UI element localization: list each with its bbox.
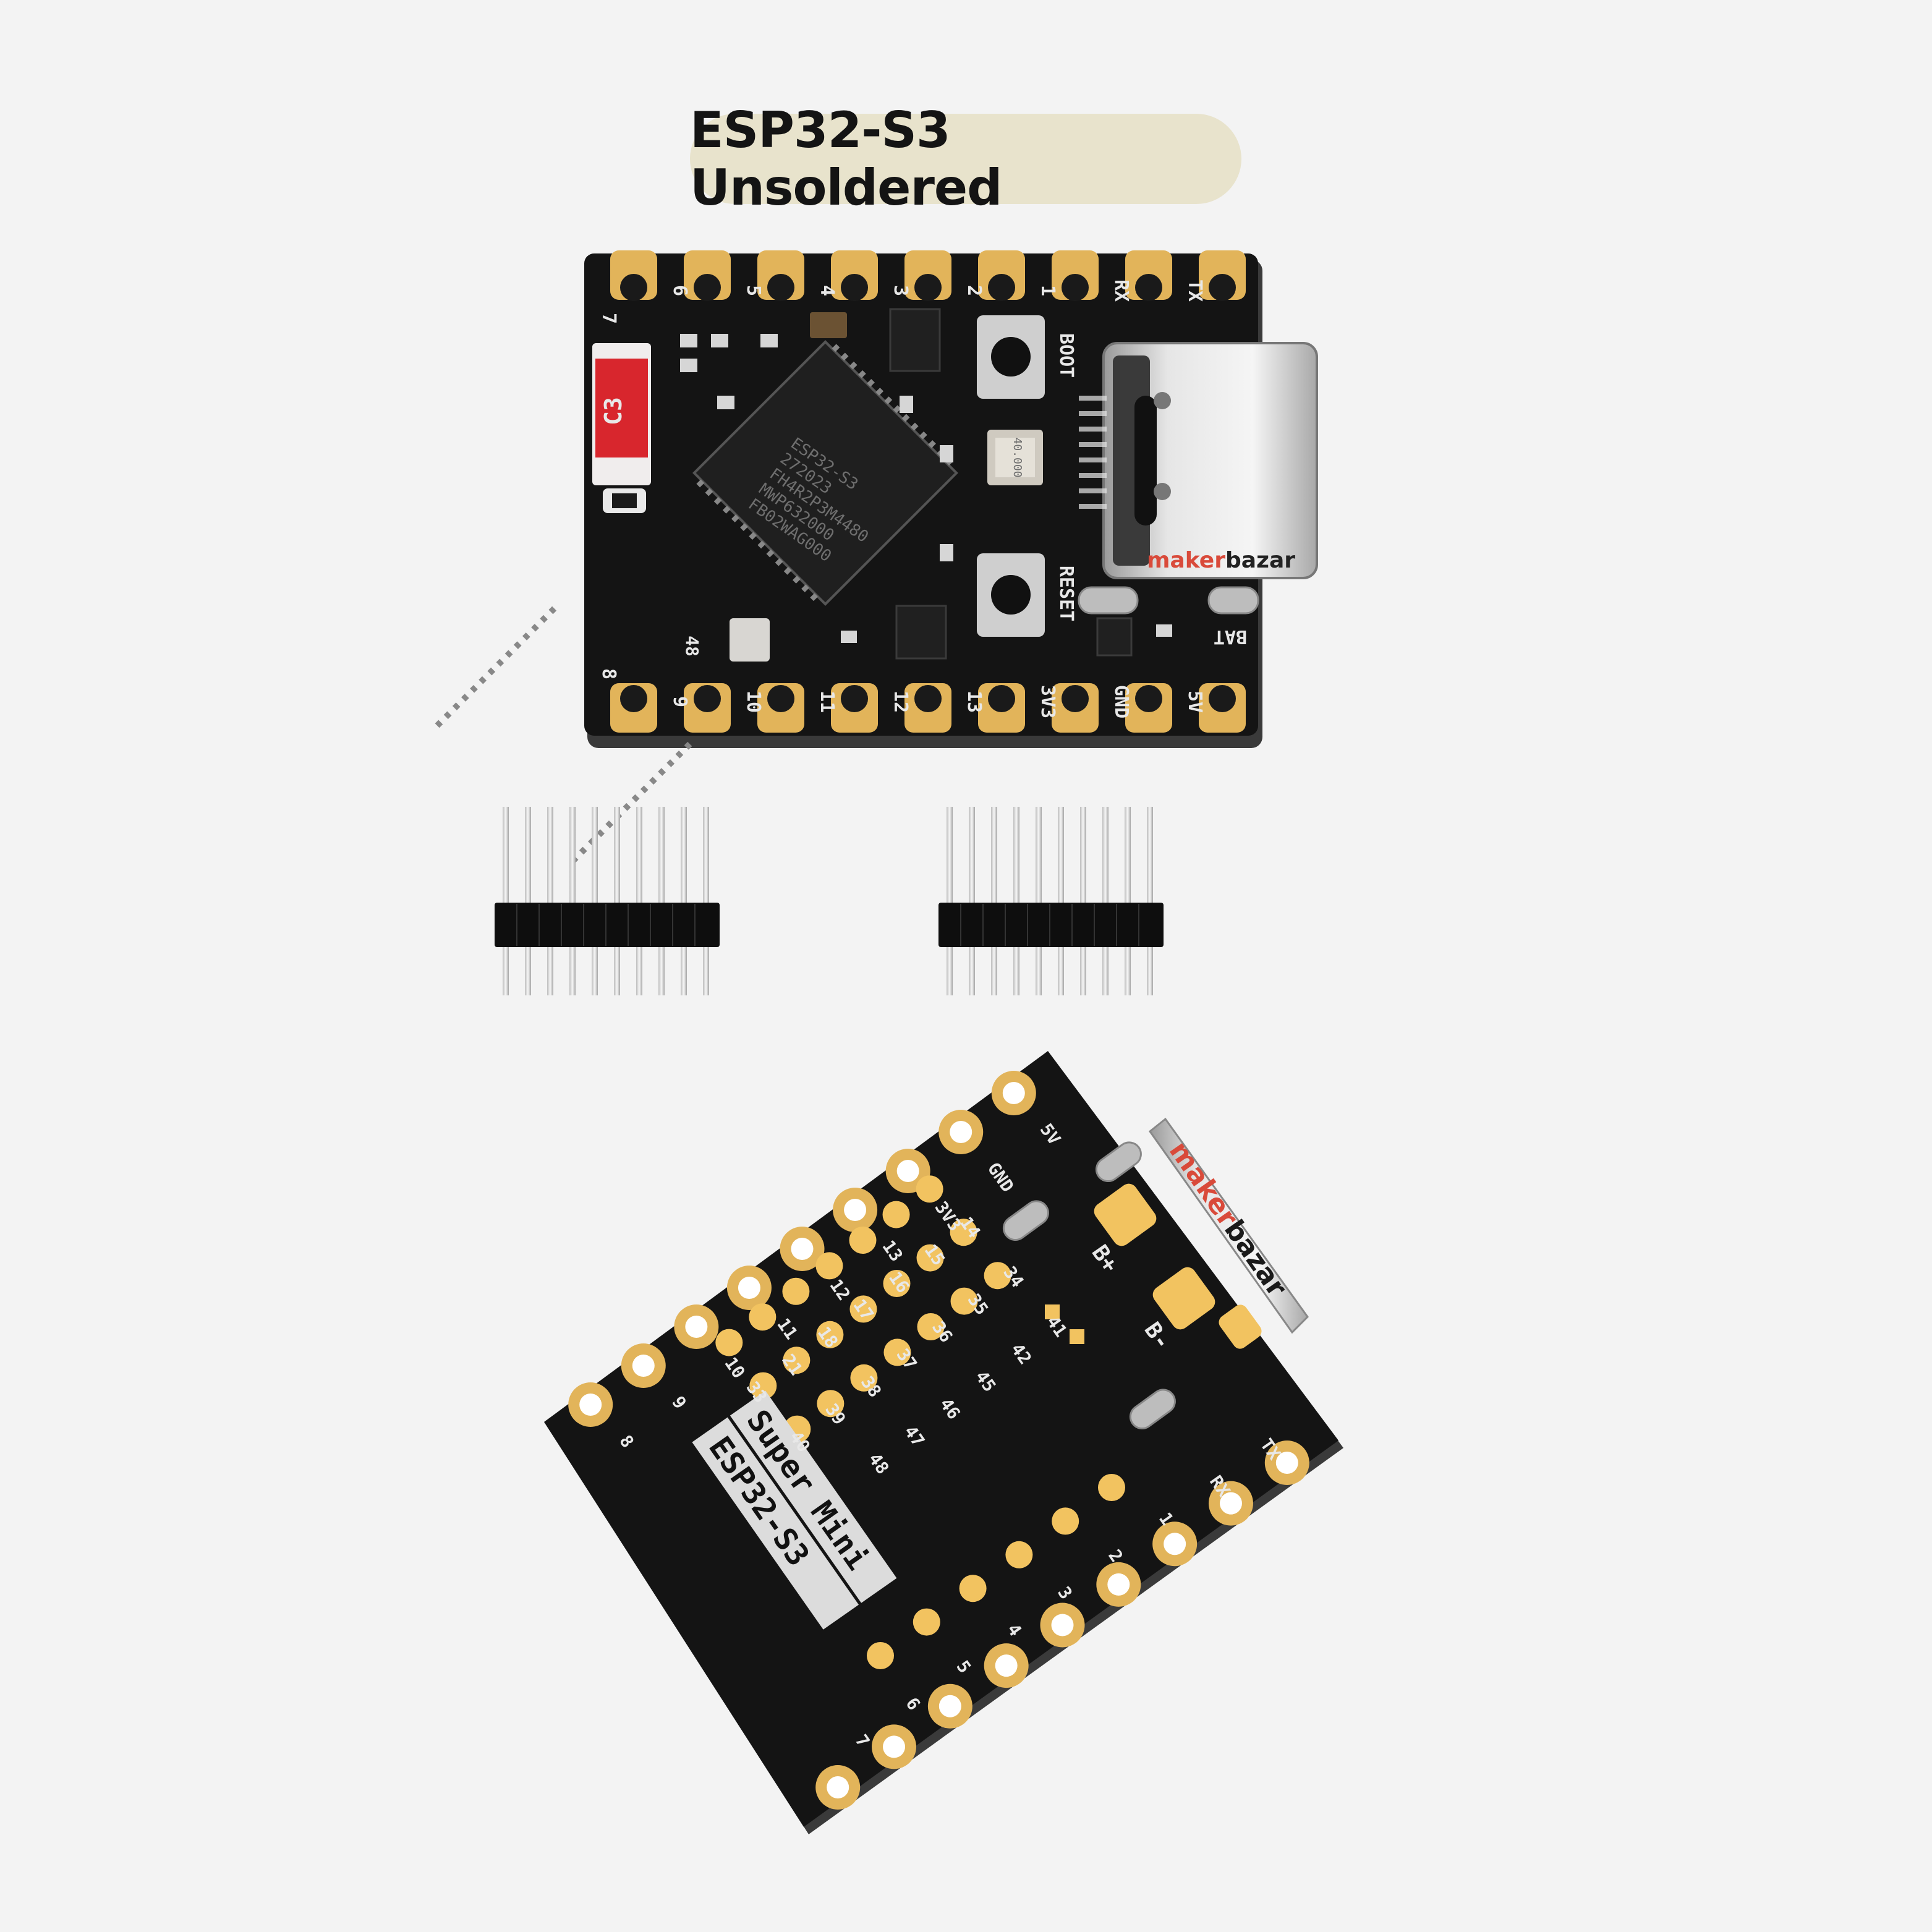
header-pin xyxy=(569,807,576,995)
back-gpio-pad xyxy=(1052,1507,1079,1535)
back-gpio-pad xyxy=(817,1390,845,1418)
front-bottom-pin-label: 11 xyxy=(816,691,838,713)
front-top-pin-label: TX xyxy=(1184,279,1206,302)
antenna-red xyxy=(595,359,648,457)
header-pin xyxy=(1125,807,1131,995)
front-bottom-pin-label: 10 xyxy=(743,691,764,713)
front-bottom-pin-label: 12 xyxy=(890,691,911,713)
antenna-label: C3 xyxy=(600,397,627,425)
front-bottom-pin-label: 13 xyxy=(963,691,985,713)
front-bottom-pin-label: 9 xyxy=(669,696,691,707)
small-crystal xyxy=(730,618,770,662)
header-housing xyxy=(938,903,1164,947)
back-gpio-pad xyxy=(816,1321,844,1348)
front-top-pin-label: 5 xyxy=(743,285,764,296)
back-gpio-pad xyxy=(950,1287,978,1315)
front-top-pin-label: 6 xyxy=(669,285,691,296)
reset-label: RESET xyxy=(1055,566,1077,621)
battery-plus-pad xyxy=(1094,1183,1157,1246)
front-bottom-pin-label: 3V3 xyxy=(1037,685,1058,718)
header-pin xyxy=(547,807,553,995)
front-board: C3 ESP32-S3272023FH4R2P3M4480MWP632000FB… xyxy=(435,250,1318,864)
back-gpio-pad xyxy=(715,1329,743,1356)
boot-label: BOOT xyxy=(1055,333,1077,378)
back-usb-c xyxy=(1148,1117,1309,1334)
back-gpio-pad xyxy=(850,1364,878,1392)
back-gpio-pad xyxy=(916,1244,944,1272)
back-board: makerbazar B+ B- Super Mini ESP32-S3 5VG… xyxy=(544,1051,1343,1834)
back-gpio-pad xyxy=(1005,1541,1033,1568)
header-pin xyxy=(681,807,687,995)
back-gpio-pad xyxy=(1098,1474,1125,1501)
header-pin xyxy=(614,807,620,995)
back-gpio-pad xyxy=(959,1575,987,1602)
back-gpio-pad xyxy=(815,1252,843,1280)
front-top-pin-label: 4 xyxy=(816,285,838,296)
bat-label: BAT xyxy=(1214,626,1247,647)
brand-logo-front: makerbazar xyxy=(1147,548,1295,573)
header-pin xyxy=(969,807,975,995)
back-gpio-pad xyxy=(883,1270,911,1297)
back-gpio-pad xyxy=(913,1608,940,1636)
back-gpio-pad xyxy=(749,1303,777,1331)
back-gpio-pad xyxy=(867,1642,894,1669)
front-top-pin-label: 1 xyxy=(1037,285,1058,296)
front-bottom-pads xyxy=(610,683,1246,733)
front-top-pin-label: RX xyxy=(1110,279,1132,302)
pin-headers xyxy=(495,807,1164,995)
back-gpio-pad xyxy=(882,1201,910,1228)
header-pin xyxy=(991,807,997,995)
header-pin xyxy=(1013,807,1019,995)
front-top-pin-label: 3 xyxy=(890,285,911,296)
header-pin xyxy=(1036,807,1042,995)
title-text: ESP32-S3 Unsoldered xyxy=(690,101,1002,216)
esp32-chip xyxy=(435,340,958,864)
reset-button[interactable] xyxy=(991,575,1031,615)
back-gpio-pad xyxy=(782,1277,810,1305)
back-gpio-pad xyxy=(749,1372,777,1400)
title-badge: ESP32-S3 Unsoldered xyxy=(690,101,1241,216)
back-gpio-pad xyxy=(916,1175,943,1203)
front-top-pads xyxy=(610,250,1246,301)
back-gpio-pad xyxy=(917,1313,945,1340)
battery-minus-pad xyxy=(1152,1267,1215,1330)
boot-button[interactable] xyxy=(991,337,1031,377)
back-edge-pads xyxy=(568,1071,1309,1810)
label-pin-8: 8 xyxy=(598,668,619,679)
header-pin xyxy=(636,807,642,995)
header-housing xyxy=(495,903,720,947)
left-label-48: 48 xyxy=(682,636,702,657)
header-pin xyxy=(1147,807,1153,995)
header-pin xyxy=(592,807,598,995)
back-gpio-pad xyxy=(883,1338,911,1366)
back-gpio-pad xyxy=(849,1295,877,1323)
front-top-pin-label: 2 xyxy=(963,285,985,296)
back-gpio-pad xyxy=(783,1347,811,1374)
back-gpio-pad xyxy=(849,1227,877,1254)
header-pin xyxy=(503,807,509,995)
header-pin xyxy=(1058,807,1064,995)
front-bottom-pin-label: GND xyxy=(1110,685,1132,718)
back-gpio-pad xyxy=(984,1262,1011,1290)
back-pcb xyxy=(544,1051,1338,1827)
header-pin xyxy=(947,807,953,995)
crystal-label: 40.000 xyxy=(1011,437,1024,477)
front-bottom-pin-label: 5V xyxy=(1184,691,1206,713)
label-pin-7: 7 xyxy=(598,313,619,324)
header-pin xyxy=(1080,807,1086,995)
header-pin xyxy=(658,807,665,995)
header-pin xyxy=(1102,807,1109,995)
back-gpio-pad xyxy=(950,1219,977,1246)
header-pin xyxy=(525,807,531,995)
back-dot-pads xyxy=(715,1175,1125,1669)
header-pin xyxy=(703,807,709,995)
